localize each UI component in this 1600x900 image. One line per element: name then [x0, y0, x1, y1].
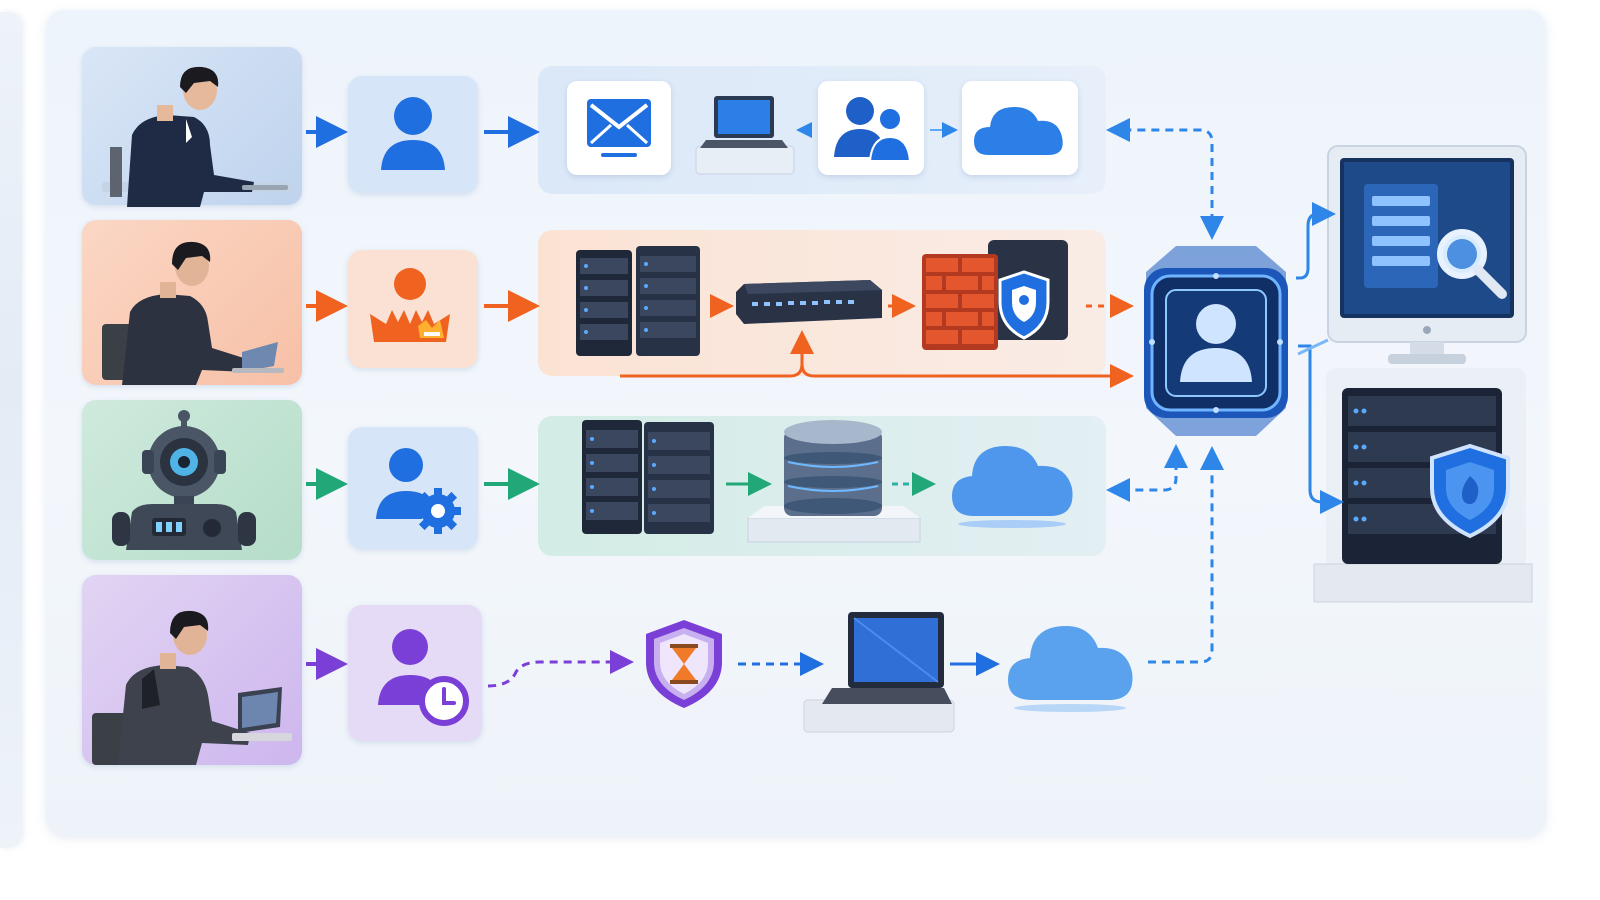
user-gear-icon-tile	[348, 427, 478, 549]
robot-icon	[112, 410, 256, 550]
cloud-icon-3	[1008, 626, 1133, 712]
database-icon	[747, 420, 921, 543]
person-with-laptop-icon	[102, 241, 284, 385]
person-at-desk-icon	[102, 66, 292, 207]
server-shield-icon	[1313, 368, 1533, 603]
cloud-card-1	[962, 81, 1078, 175]
cloud-icon	[974, 107, 1063, 155]
left-panel-edge	[0, 12, 22, 848]
user-group-icon	[834, 97, 912, 162]
actor-tile-1	[82, 47, 302, 207]
identity-hub-icon	[1144, 246, 1288, 436]
laptop-icon	[695, 96, 795, 175]
network-switch-icon	[736, 280, 882, 324]
identity-hub	[1136, 242, 1296, 442]
person-with-laptop-icon-2	[92, 610, 292, 765]
envelope-card	[567, 81, 671, 175]
envelope-icon	[587, 99, 651, 157]
actor-tile-3	[82, 400, 302, 560]
server-rack-icon-2	[582, 420, 714, 534]
user-group-card	[818, 81, 924, 175]
monitor-search-icon	[1327, 145, 1527, 364]
actor-tile-4	[82, 575, 302, 765]
cloud-icon-2	[952, 446, 1073, 528]
firewall-icon	[922, 240, 1068, 350]
laptop-icon-2	[803, 612, 955, 733]
user-clock-icon-tile	[348, 605, 482, 741]
server-rack-icon	[576, 246, 700, 356]
admin-crown-icon	[370, 268, 450, 342]
user-icon	[381, 97, 445, 170]
actor-tile-2	[82, 220, 302, 385]
user-gear-icon	[376, 448, 461, 534]
shield-hourglass-icon	[646, 620, 722, 708]
admin-icon-tile	[348, 250, 478, 368]
user-icon-tile	[348, 76, 478, 193]
user-clock-icon	[378, 629, 469, 726]
